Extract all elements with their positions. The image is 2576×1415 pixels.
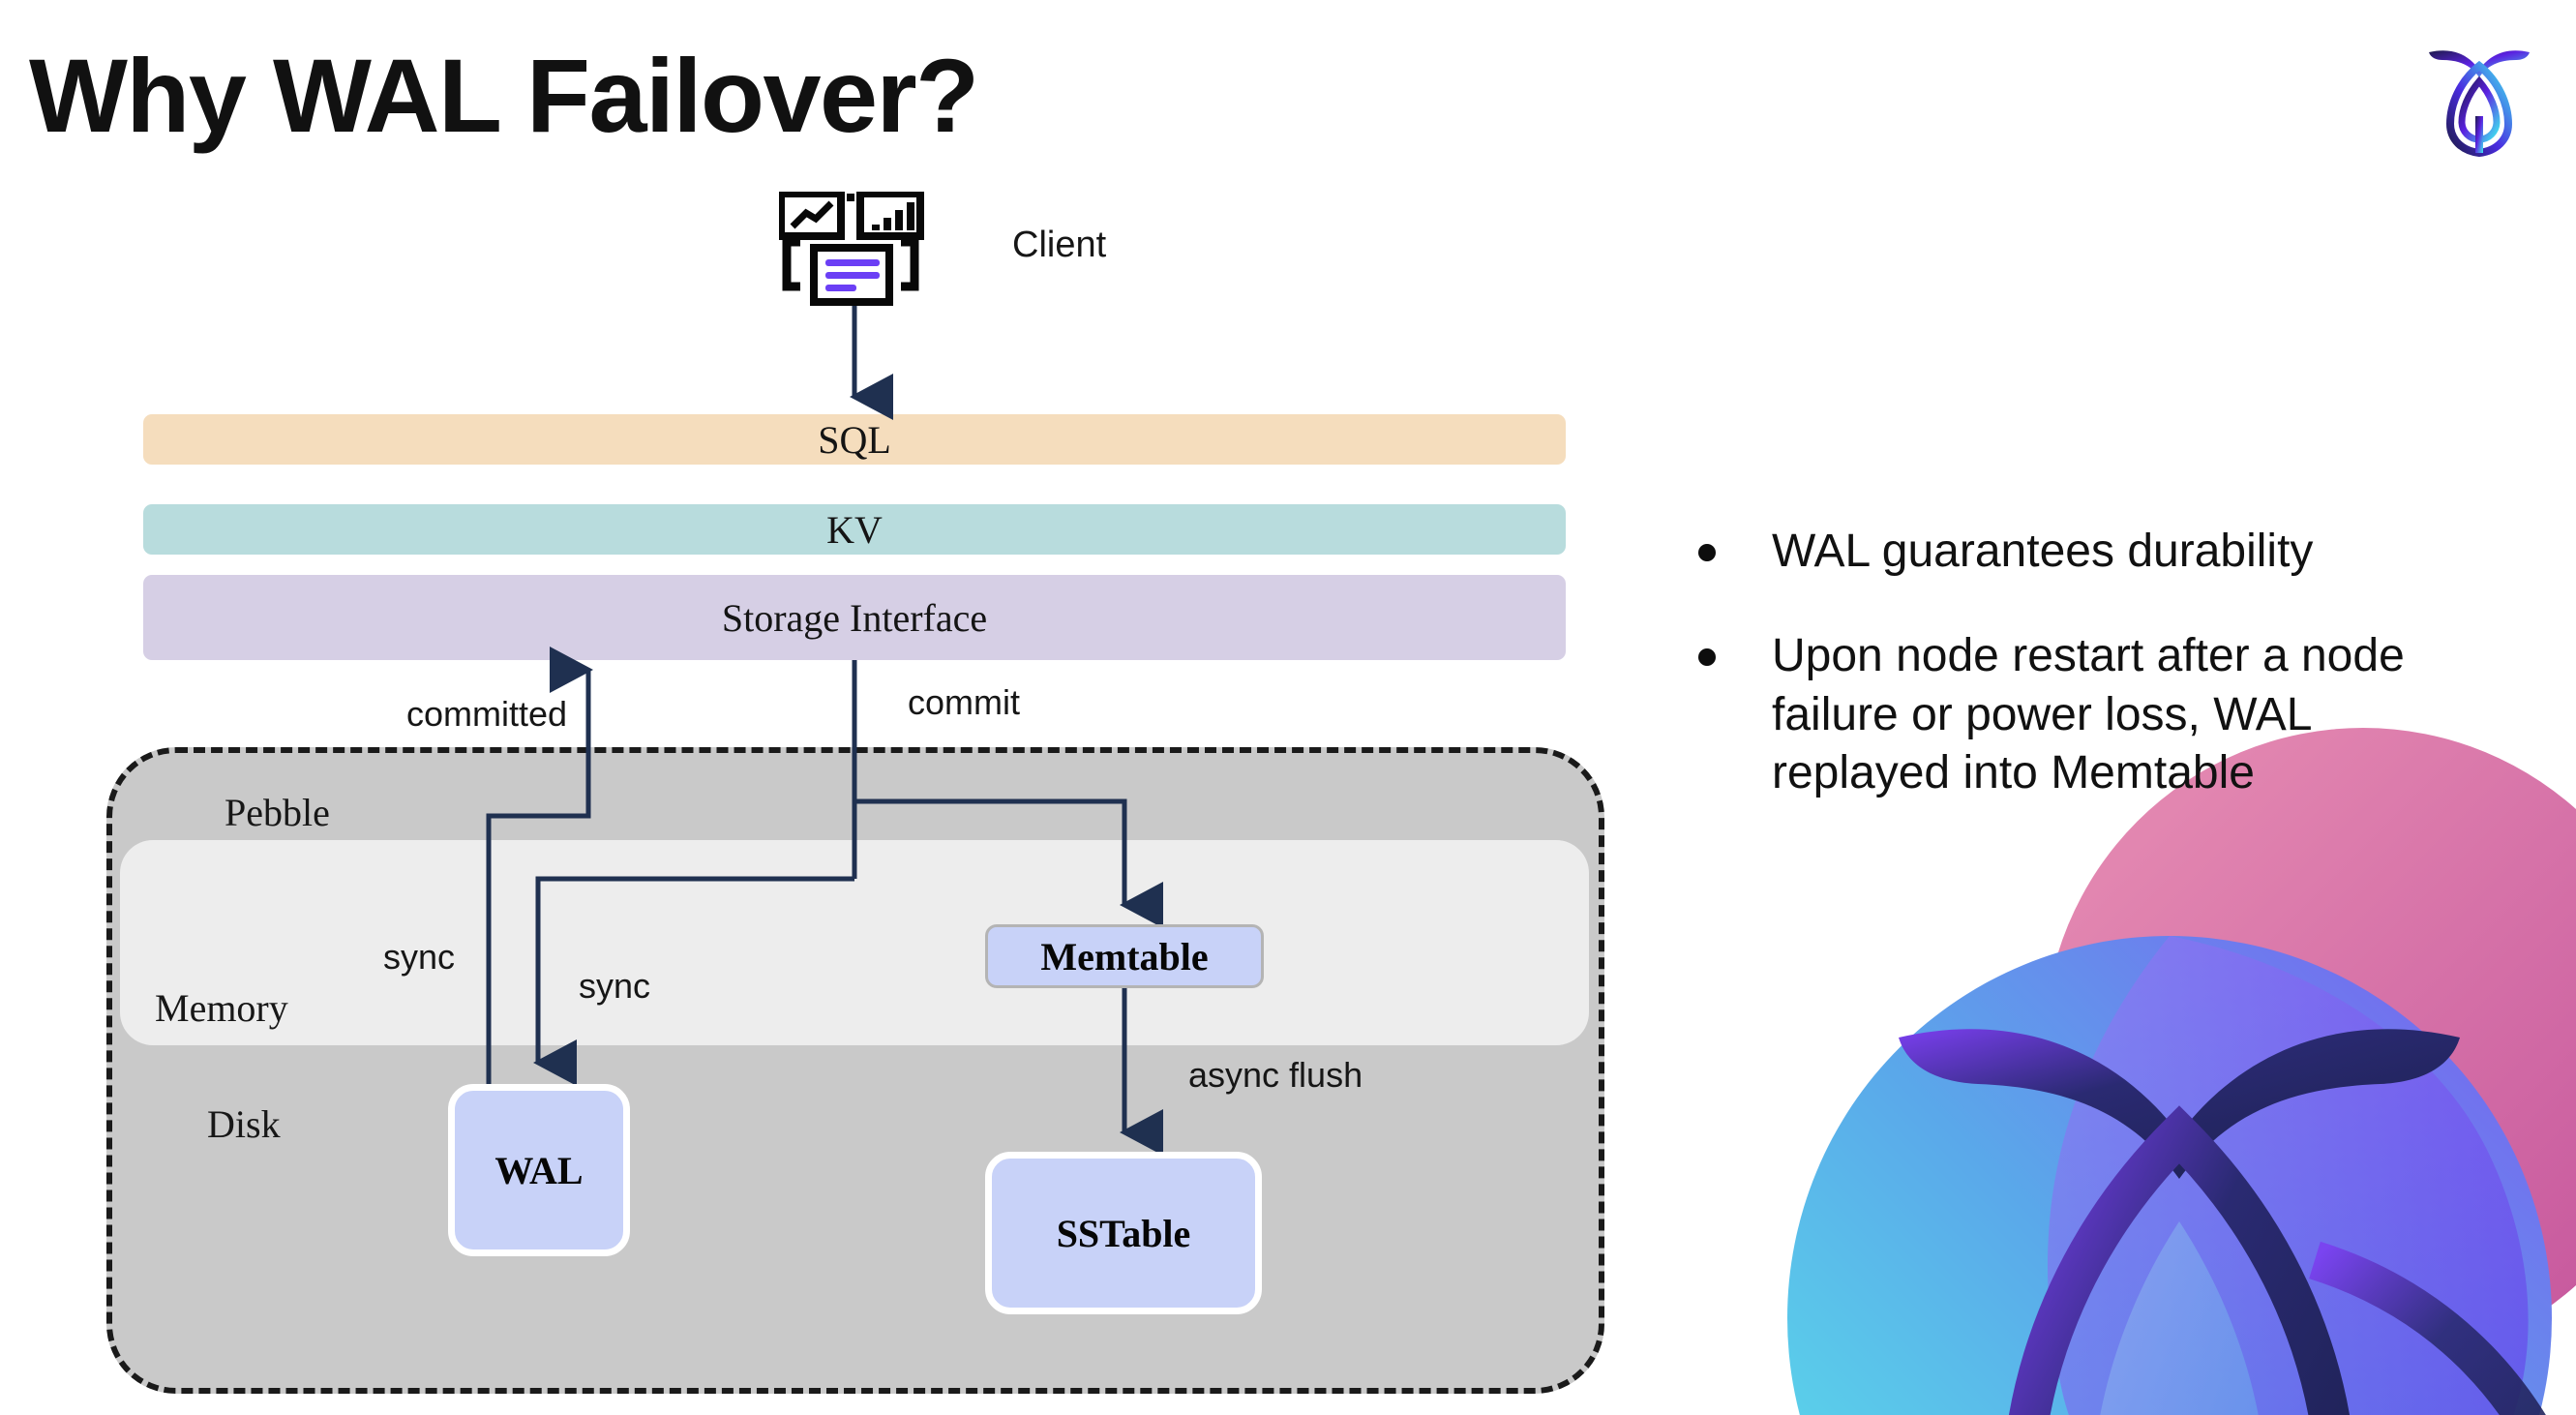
edge-label-async-flush: async flush (1188, 1055, 1363, 1095)
node-sstable: SSTable (985, 1152, 1262, 1314)
bullet-text: Upon node restart after a node failure o… (1772, 630, 2405, 799)
client-label: Client (1012, 225, 1107, 265)
cockroachdb-logo (2429, 50, 2530, 157)
bullet-dot-icon (1698, 648, 1716, 667)
edge-label-sync-right: sync (579, 966, 651, 1006)
node-wal: WAL (448, 1084, 630, 1256)
bullet-list: WAL guarantees durability Upon node rest… (1698, 523, 2501, 850)
memory-label: Memory (155, 986, 288, 1030)
disk-label: Disk (207, 1102, 281, 1146)
pebble-label: Pebble (225, 791, 330, 834)
diagram-edges (486, 306, 1164, 1157)
bullet-text: WAL guarantees durability (1772, 526, 2314, 577)
architecture-diagram: Client SQL KV Storage Interface Pebble M… (106, 192, 1604, 1394)
layer-bar-storage: Storage Interface (143, 575, 1566, 660)
page-title: Why WAL Failover? (29, 37, 979, 154)
layer-bar-kv: KV (143, 504, 1566, 555)
node-memtable: Memtable (985, 924, 1264, 988)
edge-wal-to-storage (486, 646, 593, 1094)
edge-label-commit: commit (908, 682, 1020, 722)
edge-label-sync-left: sync (383, 937, 456, 977)
bullet-dot-icon (1698, 544, 1716, 561)
layer-bar-sql: SQL (143, 414, 1566, 465)
edge-storage-to-wal (533, 876, 854, 1087)
list-item: WAL guarantees durability (1698, 523, 2501, 581)
list-item: Upon node restart after a node failure o… (1698, 627, 2501, 802)
client-dashboard-icon (779, 192, 924, 306)
edge-storage-to-memtable (854, 798, 1164, 929)
edge-label-committed: committed (406, 694, 568, 734)
